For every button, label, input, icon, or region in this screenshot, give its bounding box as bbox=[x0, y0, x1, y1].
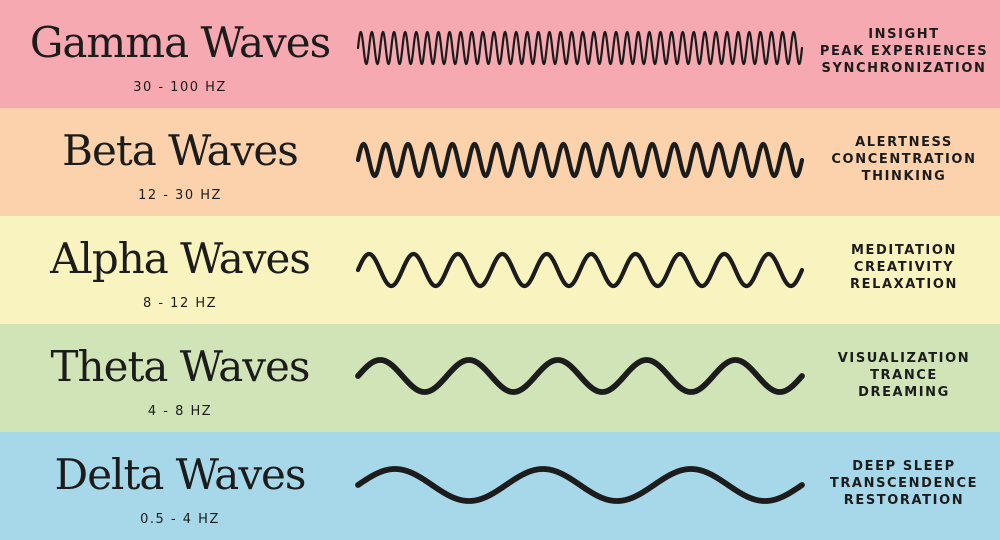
effect-label: RESTORATION bbox=[843, 493, 965, 508]
wave-graphic bbox=[356, 30, 804, 66]
effect-label: TRANCE bbox=[870, 368, 938, 383]
band-frequency-range: 8 - 12 HZ bbox=[142, 296, 218, 311]
wave-line bbox=[355, 357, 805, 395]
effect-label: VISUALIZATION bbox=[837, 351, 971, 366]
wave-line bbox=[355, 141, 805, 179]
band-alpha: Alpha Waves 8 - 12 HZ MEDITATION CREATIV… bbox=[0, 216, 1000, 324]
effect-label: PEAK EXPERIENCES bbox=[819, 44, 989, 59]
band-title: Delta Waves bbox=[54, 450, 307, 499]
band-beta: Beta Waves 12 - 30 HZ ALERTNESS CONCENTR… bbox=[0, 108, 1000, 216]
effect-label: CREATIVITY bbox=[853, 260, 955, 275]
effect-label: INSIGHT bbox=[868, 27, 940, 42]
band-effects: VISUALIZATION TRANCE DREAMING bbox=[808, 350, 1000, 401]
band-effects: ALERTNESS CONCENTRATION THINKING bbox=[808, 134, 1000, 185]
effect-label: THINKING bbox=[861, 169, 947, 184]
effect-label: ALERTNESS bbox=[855, 135, 953, 150]
effect-label: TRANSCENDENCE bbox=[829, 476, 979, 491]
band-title: Theta Waves bbox=[50, 342, 311, 391]
wave-line bbox=[355, 466, 805, 504]
wave-line bbox=[356, 30, 804, 66]
band-effects: MEDITATION CREATIVITY RELAXATION bbox=[808, 242, 1000, 293]
wave-graphic bbox=[355, 357, 805, 395]
effect-label: DREAMING bbox=[858, 385, 950, 400]
wave-graphic bbox=[355, 251, 805, 289]
band-title: Gamma Waves bbox=[29, 18, 331, 67]
wave-line bbox=[355, 251, 805, 289]
band-frequency-range: 4 - 8 HZ bbox=[147, 404, 213, 419]
effect-label: CONCENTRATION bbox=[831, 152, 977, 167]
band-title: Alpha Waves bbox=[50, 234, 311, 283]
effect-label: MEDITATION bbox=[851, 243, 957, 258]
band-frequency-range: 30 - 100 HZ bbox=[133, 80, 227, 95]
effect-label: DEEP SLEEP bbox=[852, 459, 956, 474]
band-delta: Delta Waves 0.5 - 4 HZ DEEP SLEEP TRANSC… bbox=[0, 432, 1000, 540]
band-effects: DEEP SLEEP TRANSCENDENCE RESTORATION bbox=[808, 458, 1000, 509]
band-theta: Theta Waves 4 - 8 HZ VISUALIZATION TRANC… bbox=[0, 324, 1000, 432]
effect-label: SYNCHRONIZATION bbox=[821, 61, 987, 76]
band-title: Beta Waves bbox=[62, 126, 299, 175]
band-gamma: Gamma Waves 30 - 100 HZ INSIGHT PEAK EXP… bbox=[0, 0, 1000, 108]
effect-label: RELAXATION bbox=[850, 277, 958, 292]
wave-graphic bbox=[355, 466, 805, 504]
band-effects: INSIGHT PEAK EXPERIENCES SYNCHRONIZATION bbox=[808, 26, 1000, 77]
band-frequency-range: 12 - 30 HZ bbox=[138, 188, 222, 203]
wave-graphic bbox=[355, 141, 805, 179]
band-frequency-range: 0.5 - 4 HZ bbox=[140, 512, 220, 527]
